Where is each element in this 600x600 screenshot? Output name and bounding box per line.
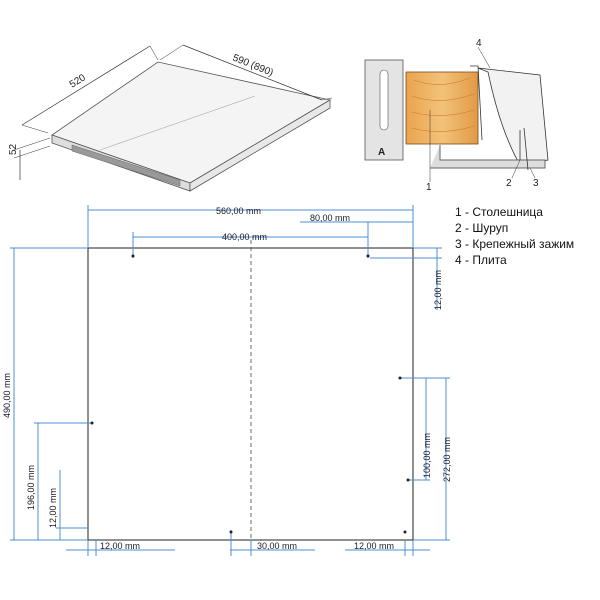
legend-item-1: 1 - Столешница <box>455 205 543 219</box>
mounting-section: A 4 1 2 3 <box>364 38 549 193</box>
legend-item-4: 4 - Плита <box>455 253 507 267</box>
isometric-worktop: 520 590 (890) 52 <box>8 44 333 192</box>
callout-4: 4 <box>476 38 482 49</box>
callout-2: 2 <box>506 178 512 189</box>
dim-right-total: 272,00 mm <box>442 437 452 482</box>
dim-bottom-right: 12,00 mm <box>354 541 394 551</box>
callout-1: 1 <box>426 182 432 193</box>
label-a: A <box>378 147 385 158</box>
dim-outer-width: 560,00 mm <box>216 206 261 216</box>
dim-height: 490,00 mm <box>2 373 12 418</box>
dim-52: 52 <box>8 143 19 155</box>
legend-item-3: 3 - Крепежный зажим <box>455 237 574 251</box>
dim-590: 590 (890) <box>231 53 275 79</box>
dim-bottom-center: 30,00 mm <box>257 541 297 551</box>
dim-right-mid: 100,00 mm <box>422 433 432 478</box>
dim-520: 520 <box>68 72 88 90</box>
dim-left-bottom-gap: 12,00 mm <box>48 488 58 528</box>
dim-right-top-gap: 12,00 mm <box>433 270 443 310</box>
cutout-plan: 560,00 mm 400,00 mm 80,00 mm 12,00 mm 49… <box>2 205 452 556</box>
legend-item-2: 2 - Шуруп <box>455 221 508 235</box>
dim-right-offset: 80,00 mm <box>310 213 350 223</box>
dim-inner-width: 400,00 mm <box>222 232 267 242</box>
legend: 1 - Столешница 2 - Шуруп 3 - Крепежный з… <box>455 205 574 267</box>
callout-3: 3 <box>533 178 539 189</box>
dim-left-height: 196,00 mm <box>26 465 36 510</box>
dim-bottom-left: 12,00 mm <box>100 541 140 551</box>
